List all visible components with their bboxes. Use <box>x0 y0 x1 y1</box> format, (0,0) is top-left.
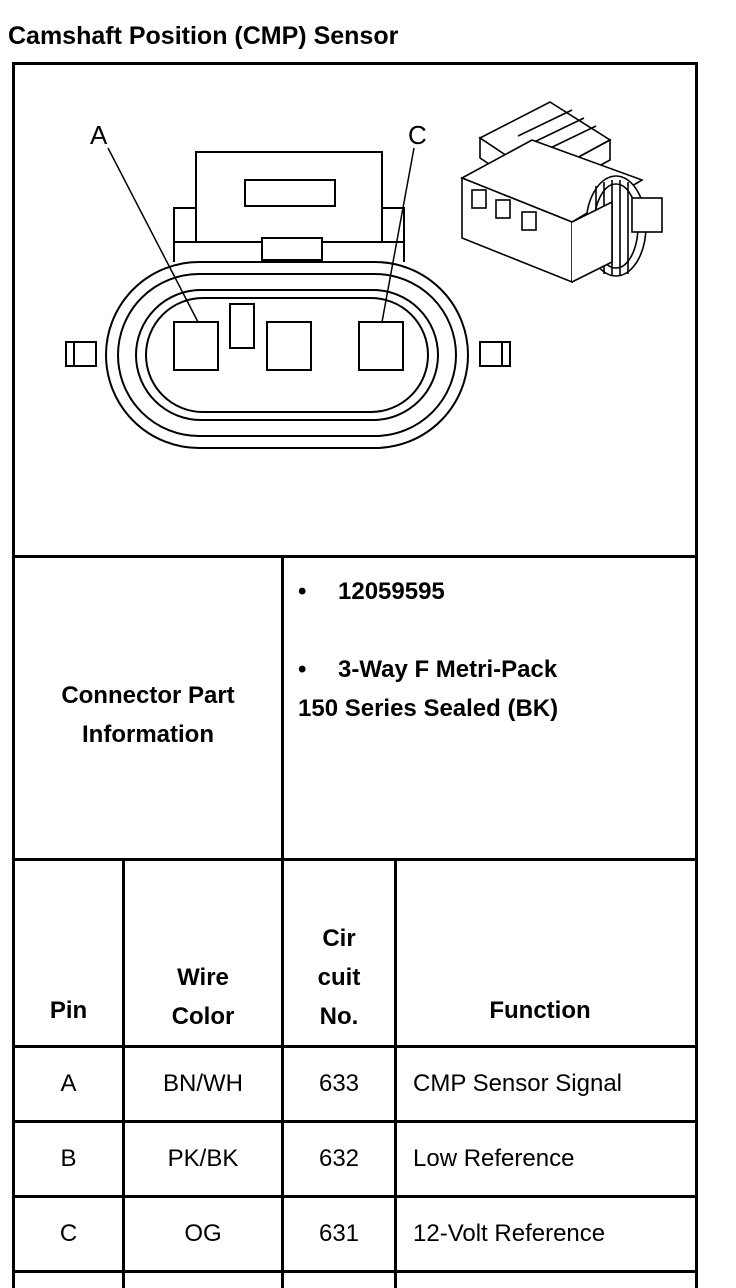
cell-circuit: 633 <box>318 1070 360 1097</box>
cell-function: Low Reference <box>413 1145 575 1172</box>
header-circuit-line2: cuit <box>317 964 361 991</box>
header-wire-color-line2: Color <box>171 1003 235 1030</box>
divider-info-col <box>281 555 284 1288</box>
latch-window <box>244 179 336 207</box>
connector-description-line2: 150 Series Sealed (BK) <box>298 695 559 722</box>
header-wire-color-line1: Wire <box>177 964 229 991</box>
connector-description-line1: 3-Way F Metri-Pack <box>338 656 558 683</box>
divider-connector-info <box>12 858 698 861</box>
terminal-a <box>173 321 219 371</box>
callout-c-leader <box>381 147 415 323</box>
cell-pin: C <box>59 1220 78 1247</box>
page-title: Camshaft Position (CMP) Sensor <box>8 22 399 50</box>
connector-table-frame <box>12 62 698 1288</box>
divider-row-a <box>12 1120 698 1123</box>
divider-circuit-col <box>394 858 397 1288</box>
connector-info-label: Connector Part Information <box>15 676 281 754</box>
latch-shoulder <box>173 207 405 262</box>
polarization-key <box>229 303 255 349</box>
cell-wire-color: BN/WH <box>163 1070 243 1097</box>
cell-wire-color: OG <box>184 1220 222 1247</box>
cell-circuit: 632 <box>318 1145 360 1172</box>
right-ear <box>479 341 511 367</box>
header-circuit-line1: Cir <box>322 925 356 952</box>
divider-row-c <box>12 1270 698 1273</box>
header-circuit-number: Cir cuit No. <box>284 919 394 1036</box>
connector-info-label-line2: Information <box>82 721 214 748</box>
part-number: 12059595 <box>338 578 445 605</box>
cell-function: CMP Sensor Signal <box>413 1070 622 1097</box>
cell-circuit: 631 <box>318 1220 360 1247</box>
connector-latch <box>195 151 383 243</box>
callout-a-label: A <box>90 120 108 150</box>
left-ear <box>65 341 97 367</box>
cell-function: 12-Volt Reference <box>413 1220 606 1247</box>
header-pin: Pin <box>49 997 88 1024</box>
cell-pin: A <box>60 1070 77 1097</box>
header-wire-color: Wire Color <box>125 958 281 1036</box>
header-function: Function <box>489 997 591 1024</box>
cell-pin: B <box>60 1145 77 1172</box>
terminal-b <box>266 321 312 371</box>
callout-c-label: C <box>408 120 427 150</box>
bullet-description: • <box>298 656 307 683</box>
latch-tab <box>261 237 323 261</box>
terminal-c <box>358 321 404 371</box>
divider-diagram <box>12 555 698 558</box>
housing-ring-3 <box>135 289 439 421</box>
connector-3d-illustration <box>460 101 663 284</box>
divider-row-b <box>12 1195 698 1198</box>
divider-table-header <box>12 1045 698 1048</box>
header-circuit-line3: No. <box>319 1003 359 1030</box>
connector-diagram: A C <box>65 101 663 449</box>
divider-pin-col <box>122 858 125 1288</box>
connector-info-label-line1: Connector Part <box>61 682 235 709</box>
bullet-part-number: • <box>298 578 307 605</box>
callout-a-leader <box>107 147 199 323</box>
housing-ring-2 <box>117 273 457 437</box>
housing-ring-4 <box>145 297 429 413</box>
cell-wire-color: PK/BK <box>167 1145 239 1172</box>
